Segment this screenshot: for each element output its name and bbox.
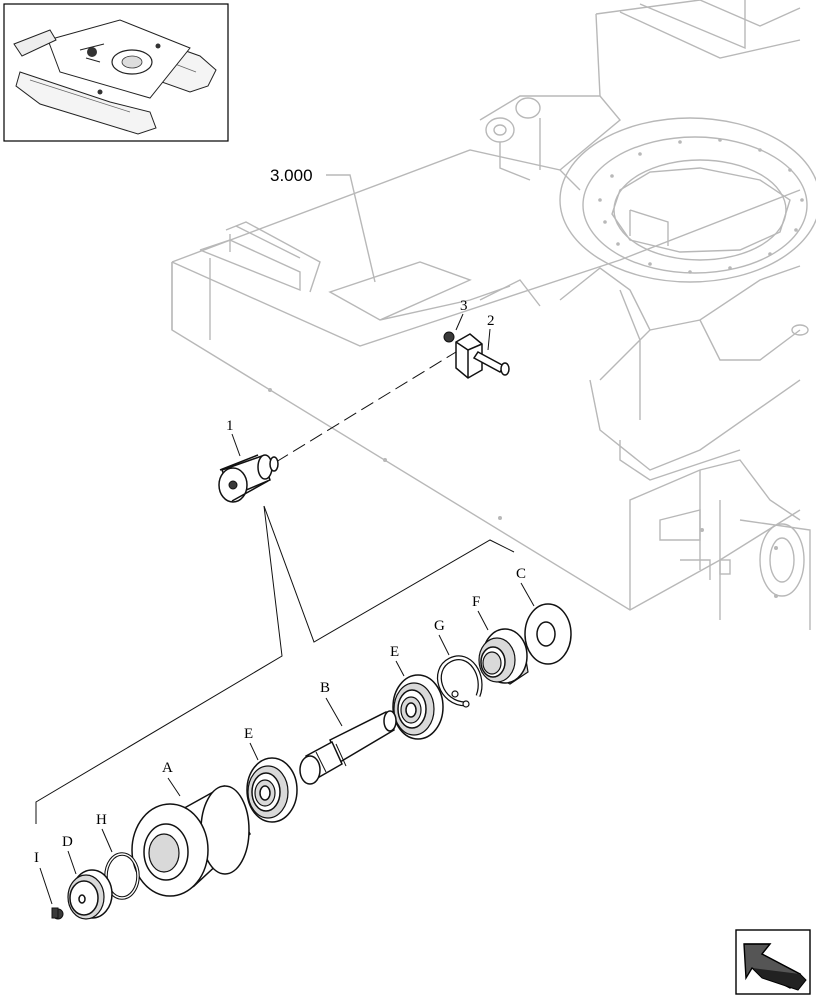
bolt — [472, 351, 510, 376]
label-o-ring: H — [96, 812, 107, 828]
snap-ring — [437, 655, 483, 708]
label-collar: F — [472, 594, 480, 610]
label-bearing-lower: E — [244, 726, 253, 742]
label-washer: C — [516, 566, 526, 582]
assembly-dashed-line — [275, 351, 457, 463]
nut — [443, 331, 455, 343]
mounting-bracket — [455, 333, 483, 379]
roller-assembly — [218, 454, 279, 503]
bearing-upper — [392, 674, 444, 740]
undercarriage-frame — [171, 0, 816, 630]
label-snap-ring: G — [434, 618, 445, 634]
reference-label: 3.000 — [270, 166, 313, 185]
bearing-lower — [246, 757, 298, 823]
explode-bracket — [35, 505, 515, 824]
excavator-undercarriage-thumbnail-icon — [3, 3, 229, 142]
shaft — [299, 710, 397, 785]
collar — [478, 628, 529, 685]
label-roller: 1 — [226, 418, 234, 434]
label-shaft: B — [320, 680, 330, 696]
plug — [51, 907, 64, 920]
label-nut: 3 — [460, 298, 468, 314]
label-roller-body: A — [162, 760, 173, 776]
next-page-arrow-icon[interactable] — [735, 929, 811, 995]
cap — [67, 869, 113, 920]
label-bolt: 2 — [487, 313, 495, 329]
roller-body — [131, 784, 251, 897]
label-cap: D — [62, 834, 73, 850]
label-plug: I — [34, 850, 39, 866]
reference-callout: 3.000 — [270, 166, 376, 283]
washer — [524, 603, 572, 665]
label-bearing-upper: E — [390, 644, 399, 660]
